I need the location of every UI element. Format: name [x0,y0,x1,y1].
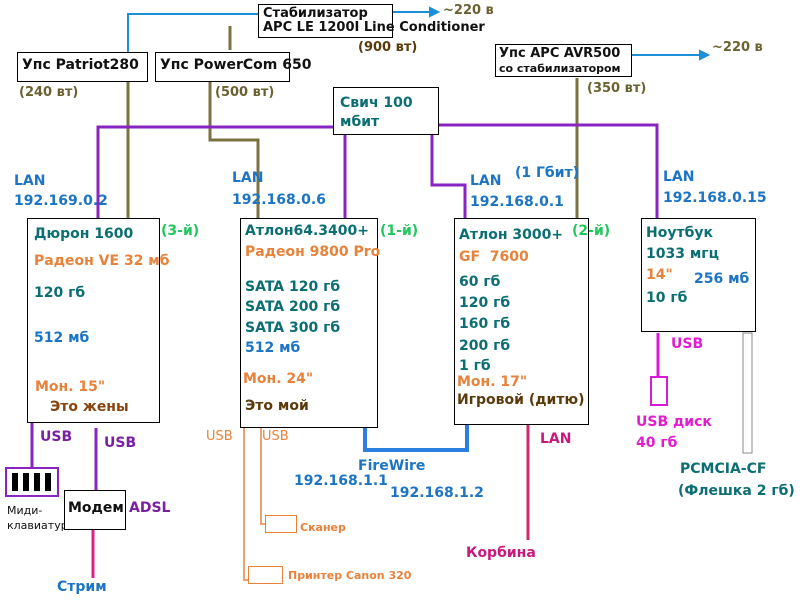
provider-label: Корбина [466,545,536,561]
pc3-hdd1: 60 гб [459,274,501,290]
pc1-owner: Это жены [50,399,129,415]
pc1-hdd: 120 гб [34,285,86,301]
pc1-monitor: Мон. 15" [35,379,106,395]
pcmcia-label: PCMCIA-CF [680,461,767,477]
stabilizer-model: APC LE 1200I Line Conditioner [263,20,485,35]
pc1-box [27,218,160,423]
switch-label-2: мбит [340,114,380,130]
ups-powercom-label: Упс PowerCom 650 [160,57,312,73]
pc2-number: (1-й) [380,223,419,239]
stabilizer-title: Стабилизатор [263,6,368,21]
firewire-ip-2: 192.168.1.2 [390,485,484,501]
pc2-usb-label-1: USB [206,429,233,444]
pc2-usb-label-2: USB [262,429,289,444]
ups-patriot-power: (240 вт) [19,85,79,100]
pc3-monitor: Мон. 17" [457,374,528,390]
adsl-label: ADSL [129,500,171,516]
ups-powercom-box [155,52,290,82]
modem-box [64,490,126,530]
modem-label: Модем [68,500,124,516]
switch-box [333,87,439,135]
notebook-ram: 256 мб [694,271,750,287]
notebook-name: Ноутбук [646,225,713,241]
pc3-hdd4: 200 гб [459,338,511,354]
pc2-cpu: Атлон64.3400+ [245,223,369,239]
switch-label-1: Свич 100 [340,95,413,111]
firewire-ip-1: 192.168.1.1 [294,473,388,489]
notebook-ip: 192.168.0.15 [663,190,767,206]
pc1-cpu: Дюрон 1600 [34,226,134,242]
midi-keyboard-icon [5,467,59,497]
pc3-gbit: (1 Гбит) [515,165,580,181]
pc1-number: (3-й) [161,223,200,239]
notebook-usb-label: USB [671,336,704,352]
lan-lines [96,123,659,218]
stream-label: Стрим [57,579,107,595]
notebook-box [641,218,756,332]
pc2-gpu: Радеон 9800 Pro [245,244,381,260]
pc2-monitor: Мон. 24" [243,371,314,387]
mains-lines [127,6,711,61]
pc3-box [454,218,589,425]
pc1-ram: 512 мб [34,330,90,346]
pc2-sata2: SATA 200 гб [245,299,341,315]
pc3-number: (2-й) [572,223,611,239]
ups-apc-box [495,44,632,77]
pc3-ext-lan-label: LAN [540,431,572,447]
pc3-gpu: GF 7600 [459,249,529,265]
pc3-hdd2: 120 гб [459,295,511,311]
ups-apc-power: (350 вт) [587,81,647,96]
midi-label-1: Миди- [7,504,43,517]
notebook-cpu: 1033 мгц [646,246,719,262]
notebook-screen: 14" [646,267,673,283]
pc2-ram: 512 мб [245,340,301,356]
pc2-lan-label: LAN [232,170,264,186]
stabilizer-box [258,4,393,38]
printer-box [248,566,283,584]
notebook-lan-label: LAN [663,169,695,185]
pc1-ip: 192.169.0.2 [14,193,108,209]
pc2-box [240,218,378,428]
pc2-ip: 192.168.0.6 [232,192,326,208]
pc3-owner: Игровой (дитю) [457,392,585,408]
pcmcia-sub: (Флешка 2 гб) [678,483,795,499]
pc1-lan-label: LAN [14,173,46,189]
printer-label: Принтер Canon 320 [288,569,412,582]
scanner-box [265,515,297,533]
midi-label-2: клавиатура [7,519,75,532]
notebook-hdd: 10 гб [646,290,688,306]
pc3-cpu: Атлон 3000+ [459,227,564,243]
usb-disk-icon [650,376,668,406]
firewire-label: FireWire [358,458,426,474]
scanner-label: Сканер [300,521,346,534]
usb-disk-label: USB диск [636,414,712,430]
stabilizer-power: (900 вт) [358,40,418,55]
pc1-usb-label-1: USB [40,429,73,445]
ups-powercom-power: (500 вт) [215,85,275,100]
usb-disk-size: 40 гб [636,435,678,451]
pc1-usb-label-2: USB [104,435,137,451]
pc1-gpu: Радеон VE 32 мб [34,253,170,269]
pc2-sata3: SATA 300 гб [245,320,341,336]
ups-patriot-box [17,52,148,82]
pc2-sata1: SATA 120 гб [245,279,341,295]
mains-label-right: ~220 в [712,40,763,55]
pc3-ip: 192.168.0.1 [470,194,564,210]
ups-apc-sub: со стабилизатором [499,62,621,75]
pc2-owner: Это мой [245,398,309,414]
pc3-lan-label: LAN [470,173,502,189]
power-lines [126,26,579,218]
pc3-hdd3: 160 гб [459,316,511,332]
ups-patriot-label: Упс Patriot280 [22,57,139,73]
mains-label-top: ~220 в [443,3,494,18]
pc3-ram: 1 гб [459,358,491,374]
ups-apc-label: Упс APC AVR500 [499,46,621,61]
